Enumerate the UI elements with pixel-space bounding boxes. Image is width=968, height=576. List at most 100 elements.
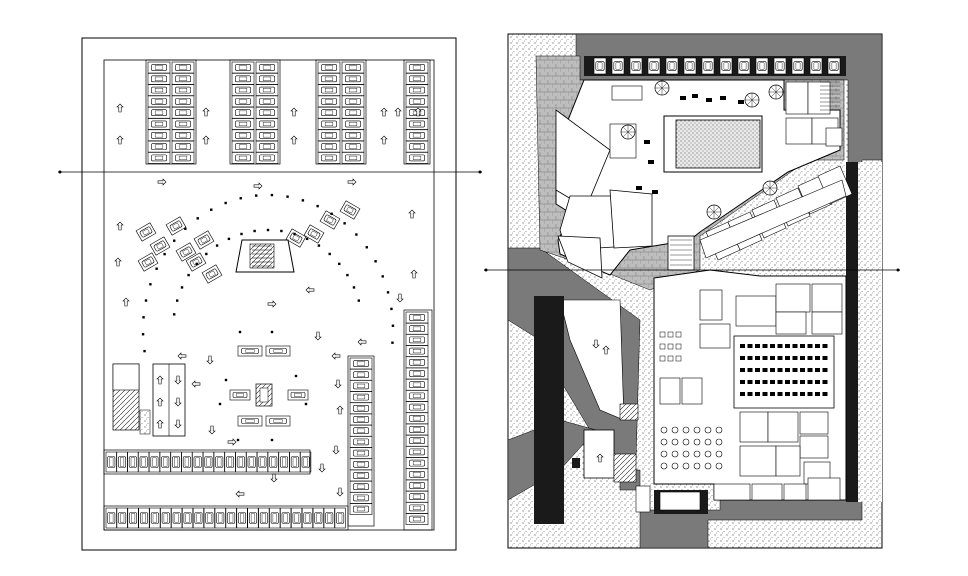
column [253, 229, 256, 233]
car-icon [128, 456, 137, 468]
car-icon [259, 512, 268, 524]
car-roof [338, 513, 343, 523]
arrow-icon [116, 221, 124, 231]
column [210, 208, 213, 211]
car-icon [174, 154, 191, 162]
table-top [693, 438, 701, 446]
column [184, 227, 187, 230]
car-roof [282, 457, 287, 467]
column [195, 262, 198, 266]
car-icon [150, 64, 167, 71]
car-icon [281, 512, 290, 524]
room [713, 483, 751, 501]
room [799, 435, 829, 459]
seat [792, 344, 798, 348]
car-icon [258, 109, 275, 117]
column [155, 267, 158, 270]
parking-space [341, 95, 365, 108]
car-roof [356, 462, 366, 467]
column [304, 402, 308, 406]
car-roof [412, 326, 422, 331]
parking-space [138, 451, 150, 473]
car-roof [759, 62, 765, 70]
car-roof [412, 337, 422, 342]
arrow-shape [602, 345, 610, 355]
car-roof [412, 349, 422, 354]
arrow-shape [380, 107, 388, 117]
room [739, 411, 769, 443]
car-roof [144, 258, 152, 266]
parking-space [171, 152, 195, 164]
arrow-icon [227, 438, 237, 446]
column [266, 228, 270, 232]
arrow-shape [318, 463, 326, 473]
column [205, 252, 208, 256]
car-icon [323, 214, 337, 226]
parking-space [255, 73, 279, 85]
car-roof [172, 222, 180, 230]
parking-space [611, 57, 625, 75]
parking-space [827, 57, 841, 75]
parking-space [171, 73, 195, 85]
car-roof [238, 133, 248, 138]
parking-space [701, 57, 715, 75]
car-roof [238, 155, 248, 160]
car-icon [408, 347, 425, 355]
car-icon [344, 109, 361, 117]
seat [762, 356, 768, 360]
car-roof [324, 144, 334, 149]
arrow-shape [290, 107, 298, 117]
lounger [738, 100, 744, 104]
parking-space [147, 95, 171, 108]
parking-block [315, 59, 367, 165]
seat [822, 368, 828, 372]
room [609, 189, 653, 249]
parking-space [201, 264, 223, 284]
arrow-icon [174, 397, 182, 407]
parking-space [231, 61, 255, 74]
parking-space [405, 468, 429, 481]
car-icon [216, 512, 225, 524]
seat [755, 392, 760, 396]
car-icon [118, 456, 127, 468]
car-roof [292, 234, 300, 242]
car-icon [336, 512, 345, 524]
parking-space [231, 73, 255, 85]
parking-space [231, 95, 255, 108]
car-icon [227, 512, 236, 524]
seat [740, 344, 745, 348]
parking-space [147, 129, 171, 142]
car-icon [408, 482, 425, 489]
table-icon [667, 355, 674, 362]
car-roof [831, 62, 837, 70]
parking-space [171, 84, 195, 96]
parking-space [175, 242, 197, 262]
parking-block [145, 59, 197, 165]
car-icon [258, 98, 275, 105]
car-icon [408, 120, 425, 128]
parking-space [349, 469, 373, 482]
tree-icon [654, 80, 670, 96]
car-icon [169, 220, 183, 232]
arrow-icon [157, 178, 167, 186]
table-top [660, 450, 668, 458]
car-roof [245, 349, 255, 353]
car-roof [326, 216, 334, 224]
parking-space [319, 210, 341, 230]
tree-icon [620, 124, 636, 140]
lounger [706, 98, 712, 102]
table-top [715, 450, 723, 458]
car-roof [348, 155, 358, 160]
parking-space [737, 57, 751, 75]
table-top [693, 450, 701, 458]
parking-space [255, 95, 279, 108]
car-roof [154, 155, 164, 160]
car-icon [172, 512, 181, 524]
car-roof [412, 155, 422, 160]
car-icon [408, 358, 425, 366]
car-roof [152, 457, 157, 467]
parking-space [405, 378, 429, 391]
ramp-landing [112, 363, 140, 391]
car-icon [408, 336, 425, 344]
car-roof [412, 505, 422, 510]
